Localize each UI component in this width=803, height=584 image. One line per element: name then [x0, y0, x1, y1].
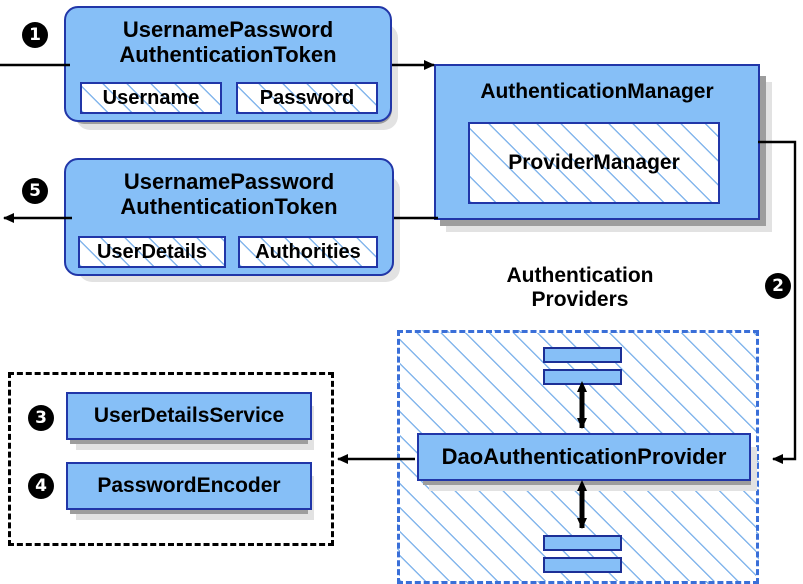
request-token-title-line1: UsernamePassword: [122, 17, 334, 42]
provider-manager-box[interactable]: ProviderManager: [468, 122, 720, 204]
chip-username-label: Username: [102, 86, 200, 109]
chip-password-label: Password: [259, 86, 355, 109]
chip-authorities-label: Authorities: [255, 240, 361, 263]
step-marker-5: 5: [22, 178, 48, 204]
authentication-providers-caption: Authentication Providers: [460, 264, 700, 312]
passwordencoder-label: PasswordEncoder: [97, 474, 281, 498]
chip-userdetails[interactable]: UserDetails: [78, 236, 226, 268]
provider-manager-label: ProviderManager: [508, 151, 680, 174]
chip-authorities[interactable]: Authorities: [238, 236, 378, 268]
step-marker-2: 2: [765, 273, 791, 299]
step-marker-1: 1: [22, 22, 48, 48]
userdetailsservice-label: UserDetailsService: [93, 404, 285, 428]
request-token-title-line2: AuthenticationToken: [119, 41, 337, 67]
authentication-providers-caption-line2: Providers: [531, 288, 629, 312]
userdetailsservice-box[interactable]: UserDetailsService: [66, 392, 312, 440]
provider-placeholder-bottom-2[interactable]: [543, 557, 622, 573]
result-token-title-line1: UsernamePassword: [123, 169, 335, 194]
request-token-title: UsernamePassword AuthenticationToken: [66, 16, 390, 67]
passwordencoder-box[interactable]: PasswordEncoder: [66, 462, 312, 510]
result-token-title-line2: AuthenticationToken: [120, 193, 338, 219]
result-token-title: UsernamePassword AuthenticationToken: [66, 168, 392, 219]
dao-authentication-provider-label: DaoAuthenticationProvider: [441, 443, 727, 469]
provider-placeholder-top-1[interactable]: [543, 347, 622, 363]
provider-placeholder-top-2[interactable]: [543, 369, 622, 385]
step-marker-3: 3: [28, 405, 54, 431]
authentication-manager-label: AuthenticationManager: [480, 80, 714, 103]
step-marker-4: 4: [28, 473, 54, 499]
chip-password[interactable]: Password: [236, 82, 378, 114]
dao-authentication-provider-box[interactable]: DaoAuthenticationProvider: [417, 433, 751, 481]
provider-placeholder-bottom-1[interactable]: [543, 535, 622, 551]
authentication-providers-caption-line1: Authentication: [506, 264, 654, 287]
chip-username[interactable]: Username: [80, 82, 222, 114]
chip-userdetails-label: UserDetails: [96, 240, 208, 263]
